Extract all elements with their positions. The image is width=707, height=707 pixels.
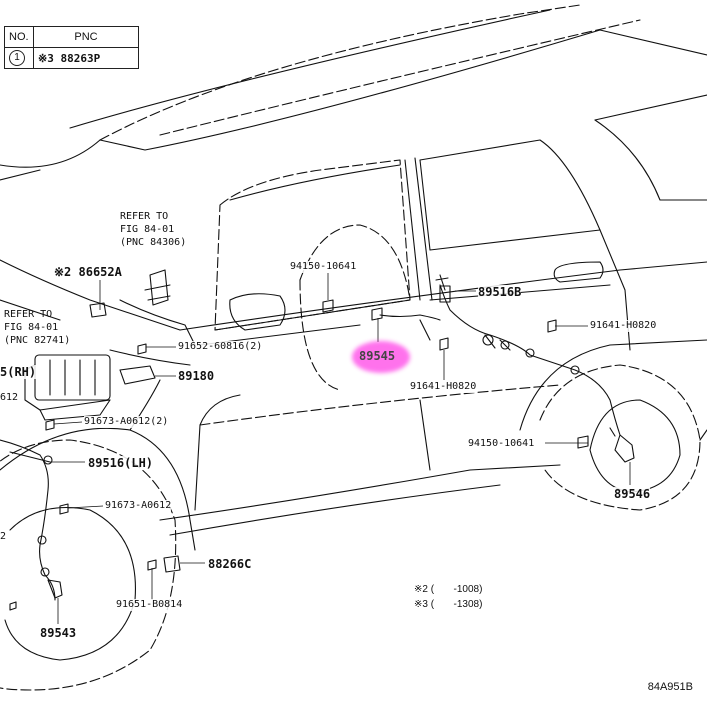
row-no-cell: 1 — [4, 47, 34, 69]
part-label-612[interactable]: 612 — [0, 392, 19, 404]
part-label-91641-right[interactable]: 91641-H0820 — [590, 320, 657, 332]
part-label-89545[interactable]: 89545 — [359, 349, 396, 363]
part-label-88266c[interactable]: 88266C — [208, 557, 252, 571]
refer-line: FIG 84-01 — [4, 322, 59, 333]
part-label-89546[interactable]: 89546 — [614, 487, 651, 501]
figure-code: 84A951B — [647, 681, 693, 693]
part-label-91673-a0612[interactable]: 91673-A0612 — [105, 500, 172, 512]
refer-to-left: REFER TO FIG 84-01 (PNC 82741) — [4, 308, 70, 347]
part-label-91652[interactable]: 91652-60816(2) — [178, 341, 263, 353]
table-header-row: NO. PNC — [4, 26, 139, 48]
refer-line: FIG 84-01 — [120, 224, 175, 235]
table-row: 1 ※3 88263P — [4, 47, 139, 69]
part-label-89516b[interactable]: 89516B — [478, 285, 522, 299]
refer-line: REFER TO — [120, 211, 169, 222]
pnc-table: NO. PNC 1 ※3 88263P — [4, 26, 139, 69]
refer-to-top: REFER TO FIG 84-01 (PNC 84306) — [120, 210, 186, 249]
row-number: 1 — [9, 50, 25, 66]
part-label-5rh[interactable]: 5(RH) — [0, 365, 37, 379]
part-label-91651[interactable]: 91651-B0814 — [116, 599, 183, 611]
row-pnc-cell: ※3 88263P — [33, 47, 139, 69]
refer-line: (PNC 84306) — [120, 237, 187, 248]
part-label-94150-top[interactable]: 94150-10641 — [290, 261, 357, 273]
refer-line: (PNC 82741) — [4, 335, 71, 346]
part-label-94150-right[interactable]: 94150-10641 — [468, 438, 535, 450]
part-label-89543[interactable]: 89543 — [40, 626, 77, 640]
part-label-86652a[interactable]: ※2 86652A — [54, 265, 122, 279]
footnote-2: ※2 ( -1008) — [414, 584, 483, 595]
header-pnc: PNC — [33, 26, 139, 48]
part-label-2[interactable]: 2 — [0, 531, 7, 543]
part-label-89180[interactable]: 89180 — [178, 369, 215, 383]
part-label-91641-bottom[interactable]: 91641-H0820 — [410, 381, 477, 393]
refer-line: REFER TO — [4, 309, 53, 320]
part-label-91673-a0612-2[interactable]: 91673-A0612(2) — [84, 416, 169, 428]
highlight-marker — [352, 341, 410, 373]
part-label-89516lh[interactable]: 89516(LH) — [88, 456, 154, 470]
header-no: NO. — [4, 26, 34, 48]
footnote-3: ※3 ( -1308) — [414, 599, 483, 610]
